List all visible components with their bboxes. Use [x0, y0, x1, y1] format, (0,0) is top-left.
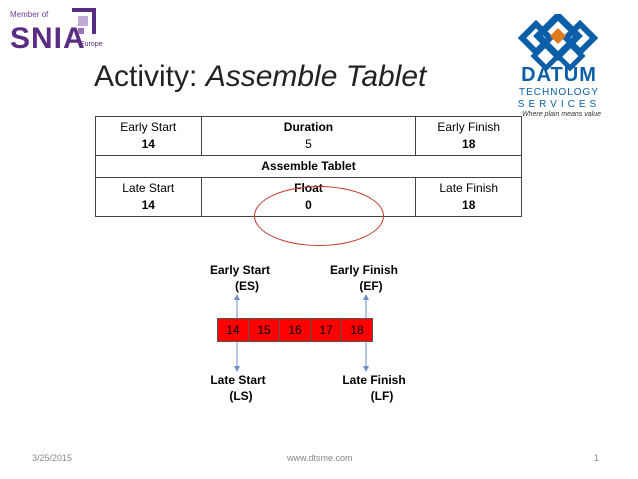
datum-tagline: Where plain means value — [522, 111, 601, 118]
day-cell: 18 — [341, 318, 373, 342]
slide-title: Activity: Assemble Tablet — [94, 60, 426, 94]
day-cell: 14 — [217, 318, 249, 342]
day-cells: 14 15 16 17 18 — [217, 318, 373, 342]
footer-page-number: 1 — [594, 453, 600, 463]
ef-label: Early Finish(EF) — [329, 263, 399, 293]
datum-logo-icon — [517, 14, 599, 72]
es-ls-arrow-icon — [234, 294, 240, 372]
snia-logo-text: SNIA — [10, 22, 86, 55]
datum-technology-text: TECHNOLOGY — [518, 87, 599, 98]
ls-label: Late Start(LS) — [210, 373, 266, 403]
datum-logo-text: DATUM — [521, 64, 597, 86]
footer-date: 3/25/2015 — [32, 453, 73, 463]
day-cell: 15 — [248, 318, 280, 342]
float-highlight-circle — [254, 186, 384, 246]
snia-logo-icon — [72, 8, 96, 34]
snia-member-text: Member of — [10, 10, 49, 19]
datum-services-text: SERVICES — [517, 99, 601, 110]
lf-label: Late Finish(LF) — [342, 373, 406, 403]
es-label: Early Start(ES) — [209, 263, 271, 293]
snia-region-text: Europe — [80, 41, 103, 48]
ef-lf-arrow-icon — [363, 294, 369, 372]
footer-site: www.dtsme.com — [287, 453, 353, 463]
day-cell: 17 — [310, 318, 342, 342]
title-prefix: Activity: — [94, 60, 206, 93]
activity-name-cell: Assemble Tablet — [95, 155, 522, 178]
day-cell: 16 — [279, 318, 311, 342]
title-activity-name: Assemble Tablet — [205, 60, 427, 93]
